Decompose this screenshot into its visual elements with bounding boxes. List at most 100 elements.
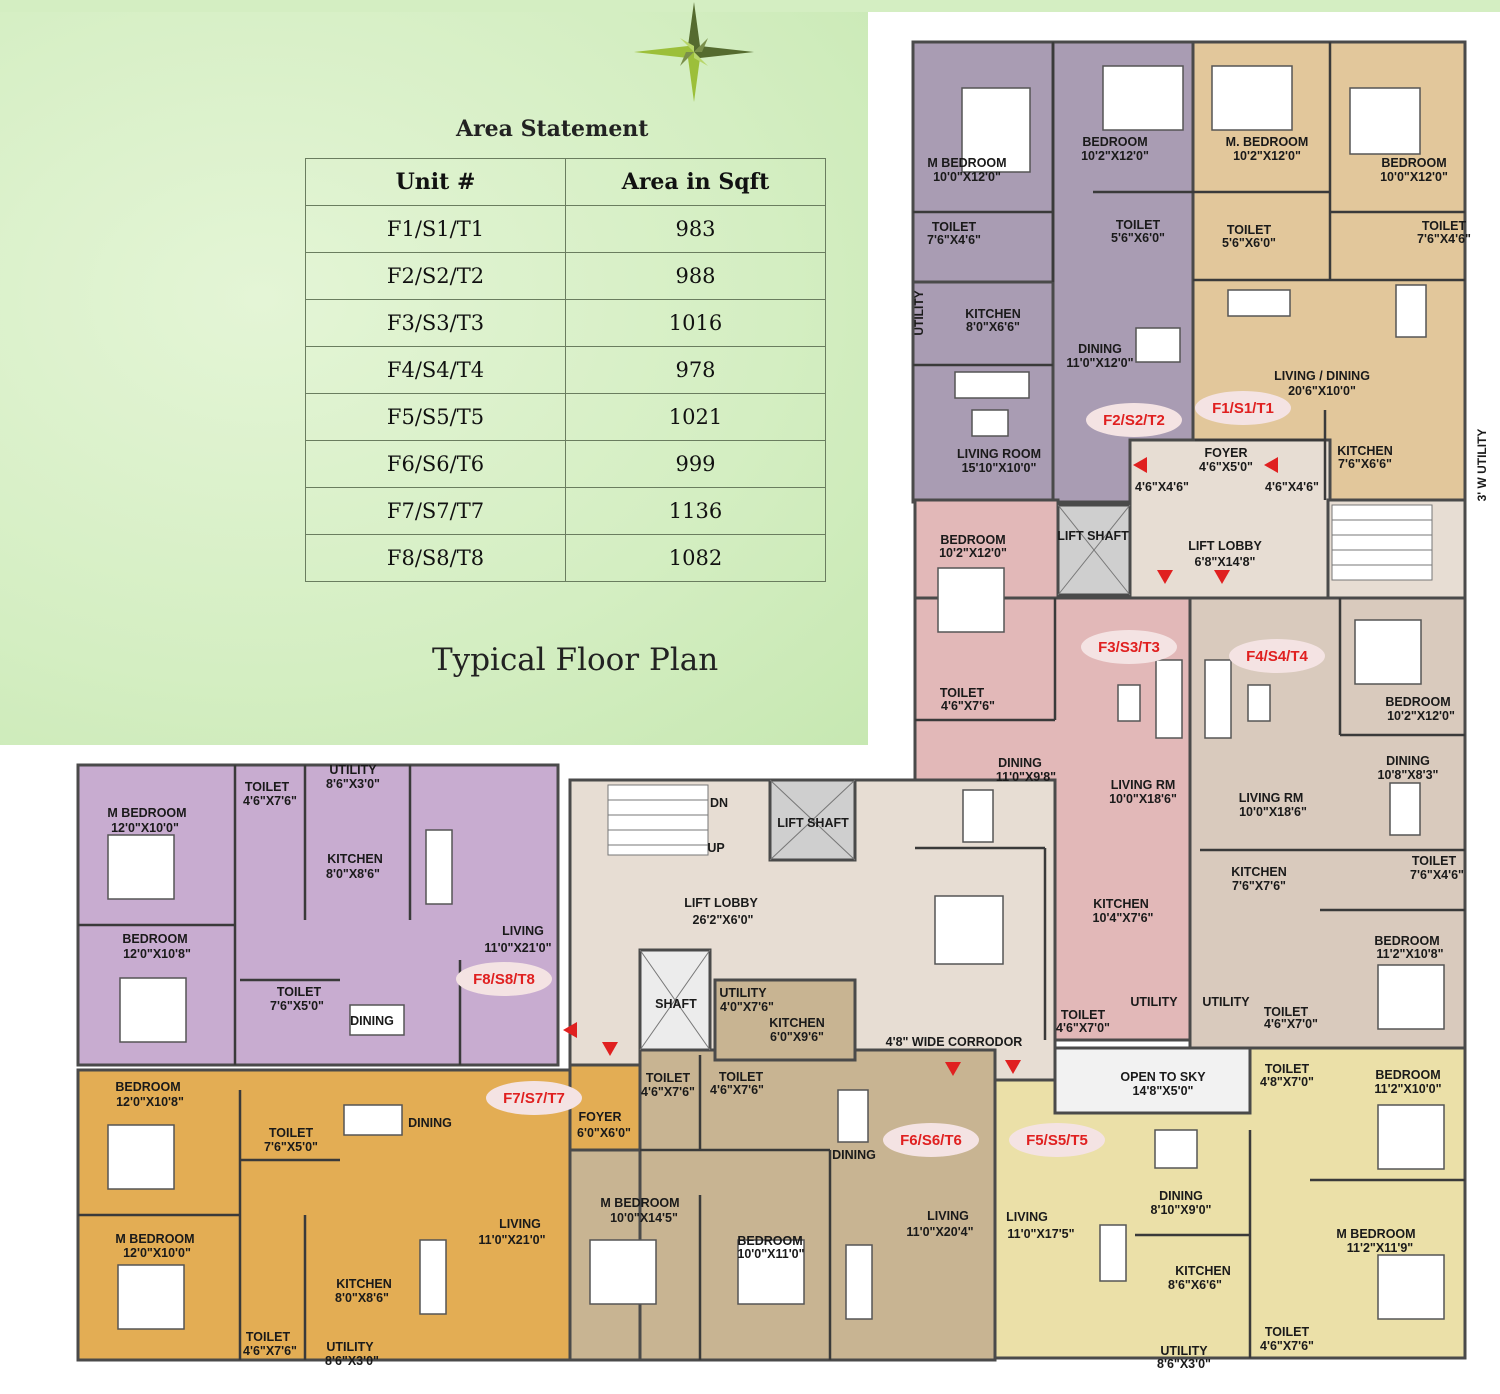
room-name: KITCHEN (1093, 897, 1149, 911)
room-name: BEDROOM (122, 932, 187, 946)
room-dimension: 4'6"X7'6" (941, 699, 995, 713)
sofa-icon (419, 1239, 447, 1315)
room-name: DINING (1078, 342, 1122, 356)
bed-icon (1377, 964, 1445, 1030)
room-name: UTILITY (719, 986, 767, 1000)
coffee-table-icon (971, 409, 1009, 437)
dining-table-icon (1135, 327, 1181, 363)
entry-arrow-icon (563, 1022, 577, 1038)
room-name: UTILITY (329, 763, 377, 777)
room-name: LIVING ROOM (957, 447, 1041, 461)
bed-icon (1102, 65, 1184, 131)
room-name: TOILET (1265, 1325, 1310, 1339)
lift-lobby-label: LIFT LOBBY (1188, 539, 1262, 553)
room-name: DINING (832, 1148, 876, 1162)
dining-table-icon (962, 789, 994, 843)
room-name: TOILET (719, 1070, 764, 1084)
room-name: TOILET (1227, 223, 1272, 237)
compass-rose-icon (634, 2, 754, 102)
room-name: LIVING RM (1111, 778, 1176, 792)
room-name: DINING (1386, 754, 1430, 768)
staircase-bottom-icon (607, 784, 709, 856)
plan-title: Typical Floor Plan (432, 642, 719, 678)
room-dimension: 10'0"X11'0" (737, 1247, 804, 1261)
utility-label: UTILITY (1202, 995, 1250, 1009)
room-dimension: 8'0"X8'6" (335, 1291, 389, 1305)
room-name: TOILET (1265, 1062, 1310, 1076)
room-dimension: 6'0"X6'0" (577, 1126, 631, 1140)
bed-icon (107, 834, 175, 900)
lobby-bay-dimension: 4'6"X4'6" (1135, 480, 1189, 494)
unit-cell: F4/S4/T4 (305, 346, 566, 394)
room-name: DINING (350, 1014, 394, 1028)
area-statement-title: Area Statement (456, 116, 649, 142)
room-name: KITCHEN (1337, 444, 1393, 458)
bed-icon (1211, 65, 1293, 131)
bed-icon (961, 87, 1031, 173)
bed-icon (1349, 87, 1421, 155)
corridor-label: 4'8" WIDE CORRODOR (886, 1035, 1023, 1049)
room-dimension: 10'2"X12'0" (1081, 149, 1149, 163)
room-dimension: 10'4"X7'6" (1093, 911, 1154, 925)
room-name: TOILET (1422, 219, 1467, 233)
staircase-top-icon (1331, 504, 1433, 581)
room-dimension: 8'6"X3'0" (326, 777, 380, 791)
room-dimension: 10'2"X12'0" (1233, 149, 1301, 163)
room-name: UTILITY (1160, 1344, 1208, 1358)
room-name: TOILET (932, 220, 977, 234)
room-name: M BEDROOM (600, 1196, 679, 1210)
sofa-icon (1099, 1224, 1127, 1282)
room-dimension: 10'8"X8'3" (1378, 768, 1439, 782)
room-dimension: 10'0"X14'5" (610, 1211, 678, 1225)
room-name: TOILET (646, 1071, 691, 1085)
lift-shaft-cross (1057, 504, 1131, 596)
bed-icon (737, 1239, 805, 1305)
area-cell: 1016 (565, 299, 826, 347)
sofa-icon (1155, 659, 1183, 739)
room-dimension: 4'6"X7'6" (641, 1085, 695, 1099)
coffee-table-icon (1247, 684, 1271, 722)
room-name: BEDROOM (940, 533, 1005, 547)
unit-label-pill (1009, 1123, 1105, 1157)
room-dimension: 7'6"X7'6" (1232, 879, 1286, 893)
room-name: M BEDROOM (107, 806, 186, 820)
room-name: M BEDROOM (1336, 1227, 1415, 1241)
room-name: BEDROOM (1375, 1068, 1440, 1082)
room-dimension: 15'10"X10'0" (962, 461, 1037, 475)
room-dimension: 8'6"X3'0" (325, 1354, 379, 1368)
room-name: BEDROOM (1385, 695, 1450, 709)
bed-icon (1377, 1254, 1445, 1320)
unit-label-f2: F2/S2/T2 (1103, 412, 1165, 429)
entry-arrow-icon (945, 1062, 961, 1076)
bed-icon (937, 567, 1005, 633)
room-dimension: 4'6"X7'6" (1260, 1339, 1314, 1353)
room-name: BEDROOM (1381, 156, 1446, 170)
room-dimension: 12'0"X10'0" (111, 821, 179, 835)
entry-arrow-icon (1005, 1060, 1021, 1074)
room-dimension: 7'6"X6'6" (1338, 457, 1392, 471)
room-dimension: 7'6"X4'6" (927, 233, 981, 247)
unit-cell: F8/S8/T8 (305, 534, 566, 582)
room-name: KITCHEN (336, 1277, 392, 1291)
room-dimension: 4'0"X7'6" (720, 1000, 774, 1014)
stair-down-label: DN (710, 796, 728, 810)
room-dimension: 7'6"X5'0" (264, 1140, 318, 1154)
lift-lobby-dimension: 26'2"X6'0" (693, 913, 754, 927)
room-name: KITCHEN (1175, 1264, 1231, 1278)
room-name: TOILET (1116, 218, 1161, 232)
room-dimension: 10'2"X12'0" (1387, 709, 1455, 723)
room-dimension: 10'2"X12'0" (939, 546, 1007, 560)
shaft-label: SHAFT (655, 997, 697, 1011)
unit-label-f6: F6/S6/T6 (900, 1132, 962, 1149)
dining-table-icon (837, 1089, 869, 1143)
room-dimension: 4'6"X7'0" (1056, 1021, 1110, 1035)
room-dimension: 11'2"X10'8" (1376, 947, 1443, 961)
room-dimension: 8'6"X3'0" (1157, 1357, 1211, 1371)
room-dimension: 11'0"X21'0" (478, 1233, 545, 1247)
room-dimension: 10'0"X18'6" (1109, 792, 1177, 806)
